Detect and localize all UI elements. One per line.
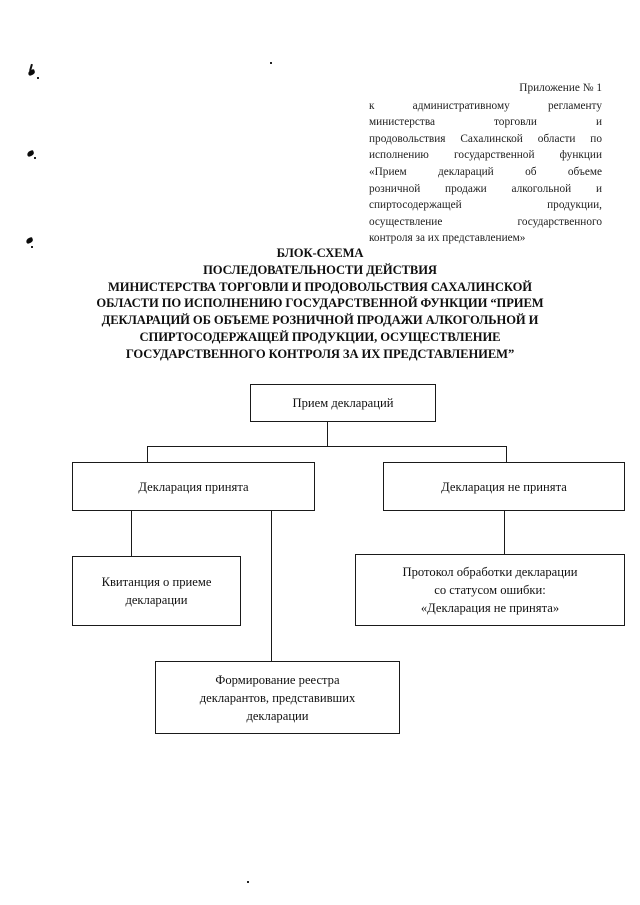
flow-node-accepted[interactable]: Декларация принята	[72, 462, 315, 511]
appendix-line: розничной продажи алкогольной и	[369, 182, 602, 195]
title-line: ПОСЛЕДОВАТЕЛЬНОСТИ ДЕЙСТВИЯ	[203, 262, 437, 277]
connector-to-rejected	[506, 446, 508, 463]
flow-node-label: Декларация принята	[138, 479, 249, 494]
connector-to-accepted	[147, 446, 149, 463]
flow-node-intake[interactable]: Прием деклараций	[250, 384, 436, 422]
appendix-line: к административному регламенту	[369, 99, 602, 112]
flow-node-label: Формирование реестра декларантов, предст…	[199, 672, 356, 723]
title-line: ГОСУДАРСТВЕННОГО КОНТРОЛЯ ЗА ИХ ПРЕДСТАВ…	[125, 346, 515, 361]
appendix-line: министерства торговли и	[369, 116, 602, 129]
title-line: МИНИСТЕРСТВА ТОРГОВЛИ И ПРОДОВОЛЬСТВИЯ С…	[108, 279, 532, 294]
flow-node-receipt[interactable]: Квитанция о приеме декларации	[72, 556, 241, 626]
title-line: БЛОК-СХЕМА	[276, 246, 364, 260]
appendix-line: исполнению государственной функции	[369, 149, 602, 162]
connector-accepted-to-registry	[271, 510, 273, 662]
title-line: ОБЛАСТИ ПО ИСПОЛНЕНИЮ ГОСУДАРСТВЕННОЙ ФУ…	[96, 296, 544, 311]
flow-node-registry[interactable]: Формирование реестра декларантов, предст…	[155, 661, 400, 734]
flow-node-label: Декларация не принята	[441, 479, 567, 494]
flow-node-error-protocol[interactable]: Протокол обработки декларации со статусо…	[355, 554, 625, 626]
appendix-line: осуществление государственного	[369, 215, 602, 228]
connector-rejected-to-protocol	[504, 510, 506, 555]
flow-node-label: Квитанция о приеме декларации	[101, 575, 212, 607]
title-line: СПИРТОСОДЕРЖАЩЕЙ ПРОДУКЦИИ, ОСУЩЕСТВЛЕНИ…	[139, 329, 501, 344]
document-title: БЛОК-СХЕМА ПОСЛЕДОВАТЕЛЬНОСТИ ДЕЙСТВИЯ М…	[0, 245, 640, 363]
appendix-line: продовольствия Сахалинской области по	[369, 132, 602, 145]
title-line: ДЕКЛАРАЦИЙ ОБ ОБЪЕМЕ РОЗНИЧНОЙ ПРОДАЖИ А…	[101, 313, 539, 328]
appendix-line: спиртосодержащей продукции,	[369, 199, 602, 212]
flow-node-rejected[interactable]: Декларация не принята	[383, 462, 625, 511]
appendix-line: «Прием деклараций об объеме	[369, 165, 602, 178]
appendix-reference-block: Приложение № 1 к административному регла…	[369, 80, 602, 247]
connector-split-bar	[147, 446, 507, 448]
flow-node-label: Протокол обработки декларации со статусо…	[402, 565, 578, 615]
appendix-line: контроля за их представлением»	[369, 232, 526, 245]
appendix-number: Приложение № 1	[519, 82, 602, 94]
flow-node-label: Прием деклараций	[292, 396, 394, 410]
connector-intake-down	[327, 421, 329, 447]
connector-accepted-to-receipt	[131, 510, 133, 557]
